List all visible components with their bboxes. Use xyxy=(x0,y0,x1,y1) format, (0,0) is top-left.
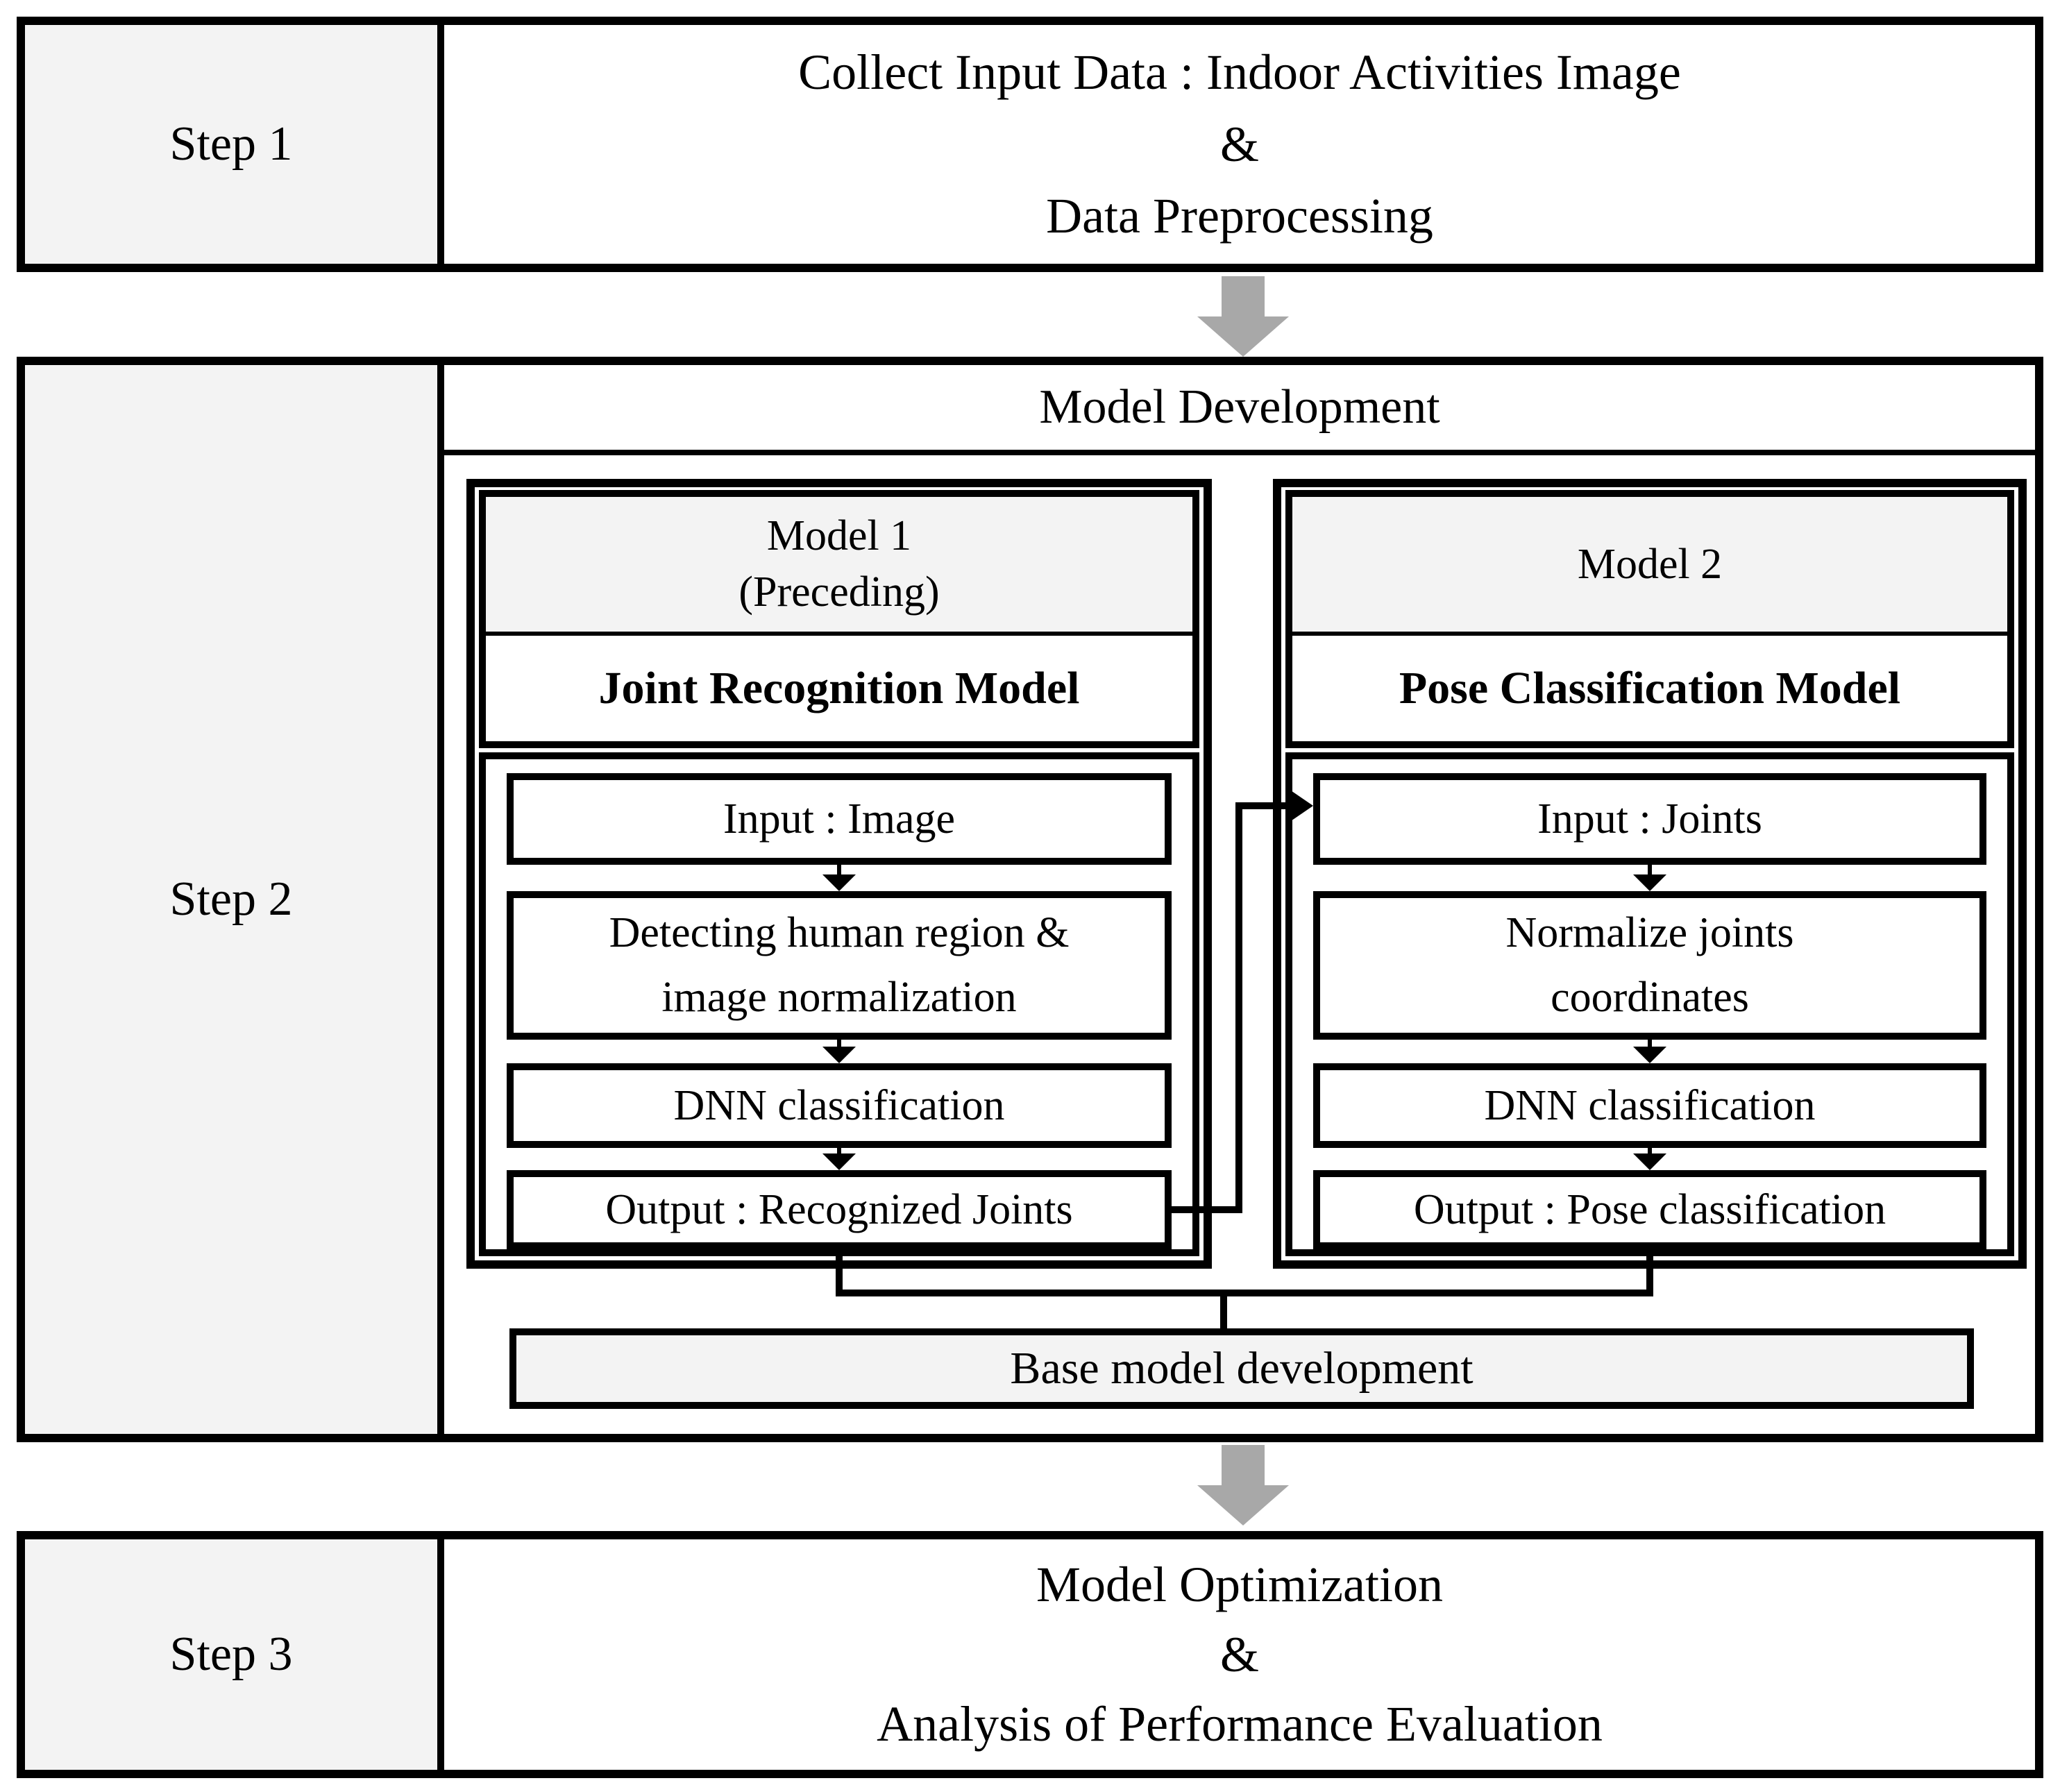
down-arrow-icon xyxy=(1222,1445,1265,1485)
step1-row: Step 1 Collect Input Data : Indoor Activ… xyxy=(17,17,2043,272)
arrow-head xyxy=(822,1153,856,1170)
step2-row: Step 2 Model Development Model 1 (Preced… xyxy=(17,357,2043,1442)
flow-step-text: Normalize joints xyxy=(1505,909,1794,956)
model1-label-box: Model 1 (Preceding) Joint Recognition Mo… xyxy=(479,490,1199,748)
step3-line-3: Analysis of Performance Evaluation xyxy=(877,1696,1603,1752)
joints-connector-exit-line xyxy=(1172,1206,1242,1213)
step1-line-2: & xyxy=(1219,116,1259,172)
step1-line-1: Collect Input Data : Indoor Activities I… xyxy=(798,44,1681,100)
model1-header-line1: Model 1 xyxy=(766,512,912,560)
arrow-stem xyxy=(837,1148,841,1155)
joints-connector-vertical-line xyxy=(1235,802,1242,1213)
model2-header: Model 2 xyxy=(1292,497,2007,636)
model2-flow-box: Input : Joints Normalize joints coordina… xyxy=(1285,752,2014,1256)
flow-step-text: DNN classification xyxy=(1484,1081,1816,1129)
arrow-stem xyxy=(1648,1148,1652,1155)
arrow-head xyxy=(1633,874,1666,891)
flow-step-input-image: Input : Image xyxy=(507,773,1172,865)
right-arrow-icon xyxy=(1287,788,1313,824)
flow-step-input-joints: Input : Joints xyxy=(1313,773,1986,865)
base-box-stub-line xyxy=(1220,1294,1227,1328)
arrow-stem xyxy=(1648,865,1652,876)
step1-content: Collect Input Data : Indoor Activities I… xyxy=(444,25,2035,264)
model1-header-line2: (Preceding) xyxy=(738,568,940,616)
model-development-title: Model Development xyxy=(1039,380,1440,434)
flow-step-detect-human-region: Detecting human region & image normaliza… xyxy=(507,891,1172,1040)
arrow-head xyxy=(1633,1047,1666,1063)
model2-container: Model 2 Pose Classification Model Input … xyxy=(1273,479,2027,1269)
down-arrow-icon xyxy=(1222,276,1265,316)
step2-label-cell: Step 2 xyxy=(25,365,444,1434)
flow-step-text: image normalization xyxy=(661,974,1017,1021)
arrow-head xyxy=(822,1047,856,1063)
model1-output-drop-line xyxy=(836,1242,843,1296)
flow-step-normalize-joints: Normalize joints coordinates xyxy=(1313,891,1986,1040)
title-divider-line xyxy=(444,450,2035,455)
arrow-head xyxy=(822,874,856,891)
model2-label-box: Model 2 Pose Classification Model xyxy=(1285,490,2014,748)
arrow-stem xyxy=(1648,1040,1652,1048)
flow-step-text: Detecting human region & xyxy=(609,909,1070,956)
flow-step-text: Output : Pose classification xyxy=(1413,1185,1886,1233)
step3-label: Step 3 xyxy=(169,1628,293,1681)
step3-line-2: & xyxy=(1219,1626,1259,1682)
flow-step-text: DNN classification xyxy=(673,1081,1005,1129)
arrow-stem xyxy=(837,865,841,876)
model2-output-drop-line xyxy=(1646,1242,1653,1296)
flow-step-output-recognized-joints: Output : Recognized Joints xyxy=(507,1170,1172,1249)
joints-connector-entry-line xyxy=(1242,802,1288,809)
model1-container: Model 1 (Preceding) Joint Recognition Mo… xyxy=(466,479,1212,1269)
flow-step-output-pose-classification: Output : Pose classification xyxy=(1313,1170,1986,1249)
flow-step-text: coordinates xyxy=(1551,974,1749,1021)
flow-step-dnn-classification-m2: DNN classification xyxy=(1313,1063,1986,1148)
step2-label: Step 2 xyxy=(169,872,293,926)
step3-content: Model Optimization & Analysis of Perform… xyxy=(444,1539,2035,1770)
step1-label-cell: Step 1 xyxy=(25,25,444,264)
model1-header: Model 1 (Preceding) xyxy=(486,497,1192,636)
step1-label: Step 1 xyxy=(169,117,293,171)
outputs-join-line xyxy=(836,1290,1653,1296)
flow-step-text: Input : Image xyxy=(723,795,955,843)
step2-content: Model Development Model 1 (Preceding) Jo… xyxy=(444,365,2035,1434)
model2-header-line1: Model 2 xyxy=(1577,540,1723,588)
step3-label-cell: Step 3 xyxy=(25,1539,444,1770)
step3-line-1: Model Optimization xyxy=(1036,1556,1443,1612)
down-arrow-icon xyxy=(1197,1485,1289,1525)
model1-title: Joint Recognition Model xyxy=(598,663,1080,713)
model2-title: Pose Classification Model xyxy=(1399,663,1901,713)
flow-step-text: Input : Joints xyxy=(1537,795,1762,843)
step3-row: Step 3 Model Optimization & Analysis of … xyxy=(17,1531,2043,1778)
arrow-head xyxy=(1633,1153,1666,1170)
model1-flow-box: Input : Image Detecting human region & i… xyxy=(479,752,1199,1256)
down-arrow-icon xyxy=(1197,316,1289,357)
step1-line-3: Data Preprocessing xyxy=(1046,188,1433,244)
flow-step-dnn-classification-m1: DNN classification xyxy=(507,1063,1172,1148)
arrow-stem xyxy=(837,1040,841,1048)
base-model-development-box: Base model development xyxy=(509,1328,1974,1409)
flow-step-text: Output : Recognized Joints xyxy=(605,1185,1073,1233)
